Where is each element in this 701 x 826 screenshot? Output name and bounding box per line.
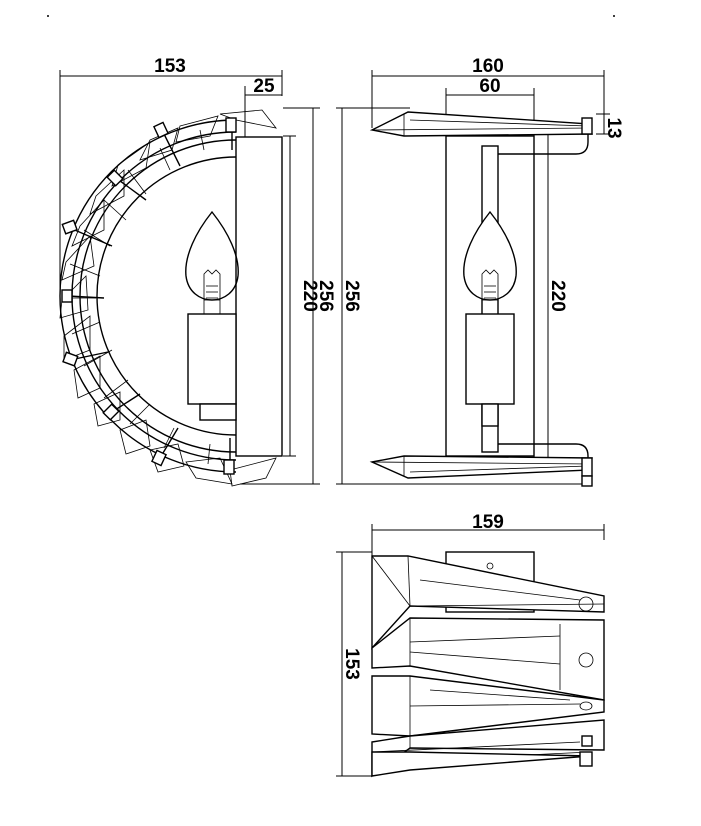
- dim-top-width: 159: [371, 512, 605, 556]
- dim-front-offset: 13: [596, 113, 624, 139]
- dim-side-width: 153: [59, 56, 283, 290]
- dim-front-inner-height: 220: [547, 134, 568, 458]
- side-bulb: [185, 210, 239, 421]
- dim-side-outer-height: 256: [240, 107, 336, 485]
- dim-front-outer-height-label: 256: [341, 280, 362, 312]
- dim-top-width-label: 159: [472, 512, 504, 533]
- dim-side-outer-height-label: 256: [315, 280, 336, 312]
- dim-side-width-label: 153: [154, 56, 186, 77]
- top-crystal-3: [371, 675, 605, 737]
- top-view: 159 153: [336, 512, 605, 778]
- dim-side-depth: 25: [244, 76, 282, 140]
- side-wall-plate: [235, 136, 283, 457]
- dim-side-depth-label: 25: [253, 76, 275, 97]
- dim-top-depth-label: 153: [341, 648, 362, 680]
- dim-front-width-label: 160: [472, 56, 504, 77]
- top-crystal-4: [371, 719, 605, 778]
- front-top-pin: [581, 117, 593, 135]
- side-outer-arc: [59, 119, 237, 473]
- dim-front-outer-height: 256: [336, 107, 590, 485]
- front-bulb: [463, 210, 517, 427]
- dim-front-width: 160: [371, 56, 605, 128]
- dim-front-inner-height-label: 220: [547, 280, 568, 312]
- speck-mark: [613, 15, 615, 17]
- dim-front-backplate-label: 60: [479, 76, 500, 97]
- front-view: 160 60 13 256 220: [336, 56, 624, 487]
- side-inner-arc: [96, 156, 237, 436]
- front-bottom-pin: [581, 457, 593, 477]
- dim-top-depth: 153: [336, 551, 372, 777]
- side-view: 153 25 220 256: [59, 56, 336, 487]
- dim-side-inner-height-label: 220: [299, 280, 320, 312]
- speck-mark: [47, 15, 49, 17]
- dim-side-inner-height: 220: [283, 135, 320, 457]
- side-pins: [61, 117, 237, 475]
- front-bottom-arm: [498, 443, 589, 472]
- front-top-crystal: [369, 111, 593, 137]
- dim-front-offset-label: 13: [603, 117, 624, 138]
- front-top-arm: [498, 128, 589, 155]
